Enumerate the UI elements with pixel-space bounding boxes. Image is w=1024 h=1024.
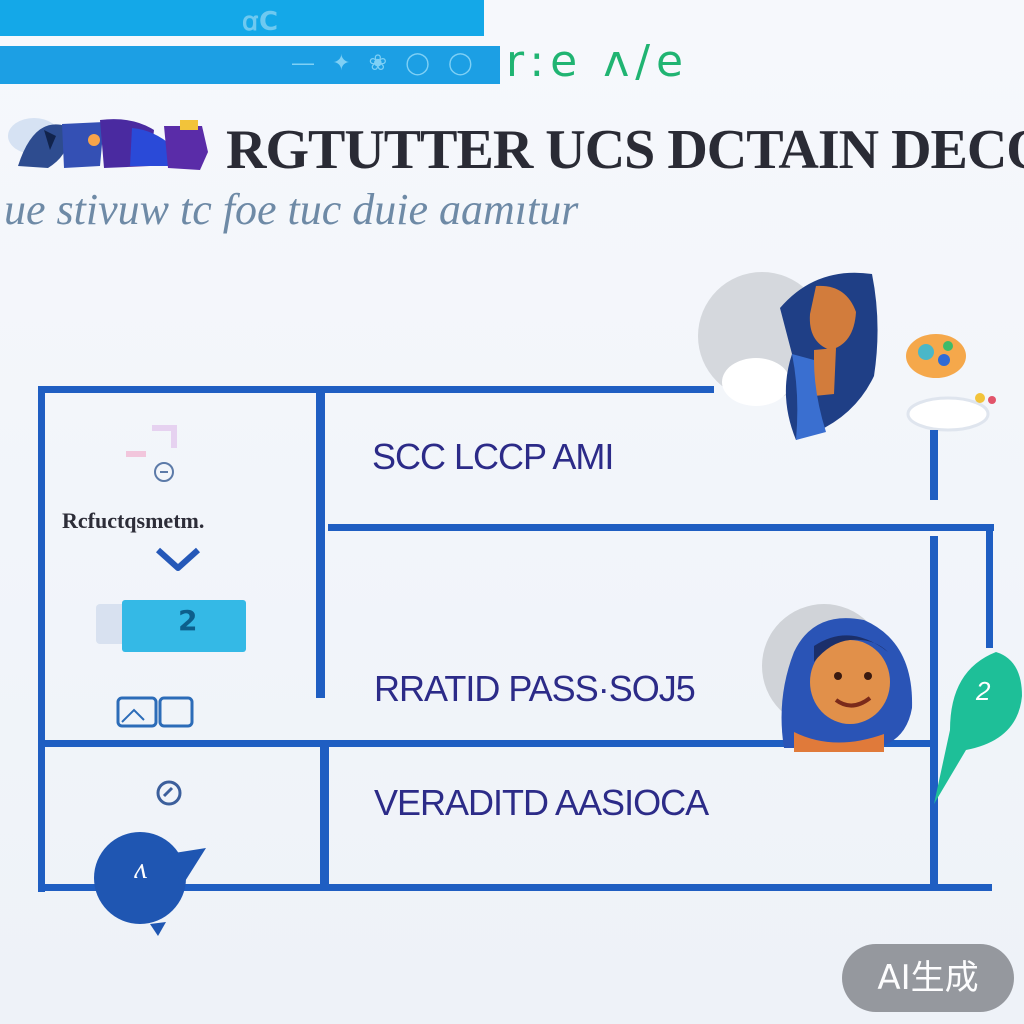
row-divider-2: [38, 740, 938, 747]
sub-banner-icons: — ✦ ❀ ◯ ◯: [292, 50, 479, 75]
chat-bubble-text: ʌ: [134, 852, 148, 885]
table-border-far-right: [986, 528, 993, 648]
table-border-right: [930, 536, 938, 888]
page-title: RGTUTTER UCS DCTAIN DECOUT T: [226, 119, 1024, 181]
notification-count: 2: [976, 676, 991, 706]
table-border-left: [38, 386, 45, 892]
table-divider-upper: [316, 392, 325, 698]
row-label[interactable]: SCC LCCP AMI: [372, 436, 614, 477]
row-label[interactable]: RRATID PASS·SOJ5: [374, 668, 696, 709]
green-title-text: r:e ʌ/e: [506, 36, 690, 87]
settings-icon[interactable]: [152, 776, 186, 810]
row-divider-1: [328, 524, 994, 531]
avatar[interactable]: [754, 602, 922, 752]
row-label[interactable]: VERADITD AASIOCA: [374, 782, 709, 823]
chevron-down-icon[interactable]: [152, 544, 204, 574]
chat-bubble-icon[interactable]: [88, 828, 212, 938]
top-banner: [0, 0, 484, 36]
notification-bubble[interactable]: [930, 640, 1024, 810]
image-chip[interactable]: [122, 600, 246, 652]
ai-generated-badge: AI生成: [842, 944, 1014, 1012]
table-border-bottom: [38, 884, 992, 891]
table-border-top: [38, 386, 714, 393]
table-divider-lower: [320, 744, 329, 888]
chip-label: 2: [178, 604, 198, 637]
table-border-right-top: [930, 430, 938, 500]
search-icon[interactable]: [122, 414, 202, 494]
sub-banner: [0, 46, 500, 84]
page-subtitle: ue stivuw tc foe tuc duie aamıtur: [4, 185, 579, 234]
top-banner-text: ꭤC: [242, 7, 280, 37]
image-icon[interactable]: [114, 690, 198, 732]
left-panel-label: Rcfuctqsmetm.: [62, 508, 205, 533]
decorative-objects: [906, 334, 996, 432]
person-illustration: [698, 272, 878, 440]
logo-illustration: [8, 118, 208, 170]
